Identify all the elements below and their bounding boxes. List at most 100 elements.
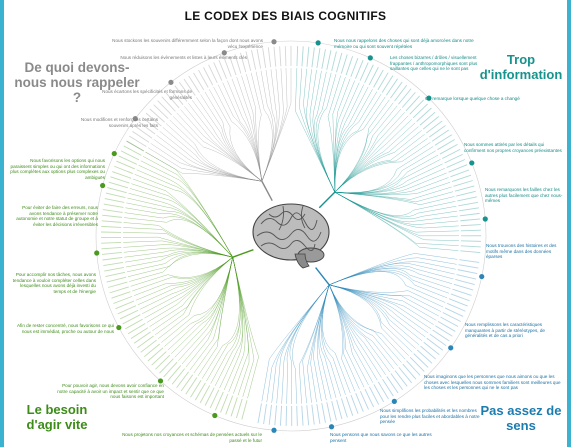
bias-label-mark xyxy=(137,335,154,349)
bias-label-mark xyxy=(460,245,481,248)
bias-label-mark xyxy=(336,52,343,73)
bias-label-mark xyxy=(245,51,252,71)
bias-label-mark xyxy=(155,354,171,370)
bias-label-mark xyxy=(390,373,404,390)
bias-label-mark xyxy=(321,49,326,69)
bias-label-mark xyxy=(126,140,145,152)
bias-label-mark xyxy=(263,404,267,425)
bias-leaf-line xyxy=(123,240,233,258)
bias-leaf-line xyxy=(329,253,458,286)
bias-label-mark xyxy=(448,298,468,307)
bias-label-mark xyxy=(284,46,287,67)
bias-label-mark xyxy=(213,62,223,81)
bias-label-mark xyxy=(204,387,215,406)
bias-leaf-line xyxy=(318,284,332,400)
bias-label-mark xyxy=(426,120,443,134)
bias-label-mark xyxy=(149,108,165,123)
bias-leaf-line xyxy=(231,78,263,182)
category-label: Nous trouvons des histoires et des motif… xyxy=(486,243,557,260)
bias-label-mark xyxy=(398,367,412,384)
quadrant-label-information: Trop d'information xyxy=(479,52,563,82)
bias-leaf-line xyxy=(197,257,233,376)
bias-leaf-line xyxy=(295,68,335,193)
bias-label-mark xyxy=(359,391,369,410)
bias-label-mark xyxy=(331,51,337,72)
bias-leaf-line xyxy=(174,257,233,358)
bias-label-mark xyxy=(460,218,481,222)
bias-label-mark xyxy=(373,384,385,403)
bias-label-mark xyxy=(450,293,470,302)
bias-label-mark xyxy=(240,52,247,73)
bias-leaf-line xyxy=(334,138,428,193)
bias-leaf-line xyxy=(129,188,233,258)
bias-leaf-line xyxy=(313,284,330,402)
bias-leaf-line xyxy=(329,284,409,356)
bias-leaf-line xyxy=(315,72,335,193)
bias-label-mark xyxy=(105,271,126,278)
bias-label-mark xyxy=(409,99,424,115)
bias-leaf-line xyxy=(143,156,233,258)
bias-label-mark xyxy=(119,309,139,320)
bias-leaf-line xyxy=(334,177,449,195)
bias-label-mark xyxy=(114,165,134,175)
bias-label-mark xyxy=(306,46,310,67)
branch-trunk xyxy=(318,191,336,209)
branch-trunk xyxy=(315,267,330,286)
bias-leaf-line xyxy=(334,192,459,251)
bias-label-mark xyxy=(336,399,343,420)
bias-label-mark xyxy=(451,174,472,182)
bias-label-mark xyxy=(439,144,458,155)
bias-label-mark xyxy=(130,327,149,339)
bias-label-mark xyxy=(452,288,472,296)
category-label: Nous favorisons les options qui nous par… xyxy=(10,158,105,180)
bias-label-mark xyxy=(159,358,174,374)
category-dot xyxy=(132,116,138,122)
bias-label-mark xyxy=(457,269,478,275)
quadrant-label-act: Le besoin d'agir vite xyxy=(26,402,88,432)
brain-stem xyxy=(294,253,310,269)
category-label: Nous simplifions les probabilités et les… xyxy=(380,408,480,425)
bias-label-mark xyxy=(296,46,299,67)
bias-label-mark xyxy=(103,262,124,267)
bias-leaf-line xyxy=(138,165,233,258)
bias-label-mark xyxy=(180,374,194,392)
bias-label-mark xyxy=(355,60,364,79)
bias-leaf-line xyxy=(261,68,292,182)
category-label: Nous projetons nos croyances et schémas … xyxy=(122,432,262,443)
bias-label-mark xyxy=(377,381,389,400)
bias-label-mark xyxy=(102,214,123,218)
bias-label-mark xyxy=(394,370,408,387)
bias-leaf-line xyxy=(132,257,233,292)
bias-leaf-line xyxy=(133,257,233,296)
bias-label-mark xyxy=(453,180,473,187)
bias-label-mark xyxy=(193,72,205,91)
bias-label-mark xyxy=(386,376,399,394)
bias-leaf-line xyxy=(172,116,263,182)
category-label: Pour éviter de faire des erreurs, nous a… xyxy=(16,205,98,227)
bias-leaf-line xyxy=(329,284,398,366)
bias-leaf-line xyxy=(134,174,233,258)
bias-label-mark xyxy=(450,169,470,178)
bias-leaf-line xyxy=(128,193,233,258)
bias-leaf-line xyxy=(329,265,454,286)
bias-label-mark xyxy=(460,240,481,242)
bias-label-mark xyxy=(279,46,282,67)
bias-label-mark xyxy=(419,111,436,126)
bias-leaf-line xyxy=(130,257,233,287)
bias-leaf-line xyxy=(334,192,459,225)
bias-label-mark xyxy=(382,378,394,397)
bias-leaf-line xyxy=(164,257,233,347)
bias-label-mark xyxy=(359,62,369,81)
bias-label-mark xyxy=(194,382,206,401)
bias-leaf-line xyxy=(334,96,386,193)
bias-label-mark xyxy=(127,323,146,335)
bias-label-mark xyxy=(306,405,310,426)
bias-label-mark xyxy=(107,187,127,194)
category-dot xyxy=(111,150,117,157)
bias-label-mark xyxy=(225,395,234,415)
bias-leaf-line xyxy=(329,284,386,375)
bias-label-mark xyxy=(460,224,481,227)
category-label: Nous remplissons les caractéristiques ma… xyxy=(465,322,545,339)
category-dot xyxy=(479,273,485,280)
bias-label-mark xyxy=(426,337,444,351)
